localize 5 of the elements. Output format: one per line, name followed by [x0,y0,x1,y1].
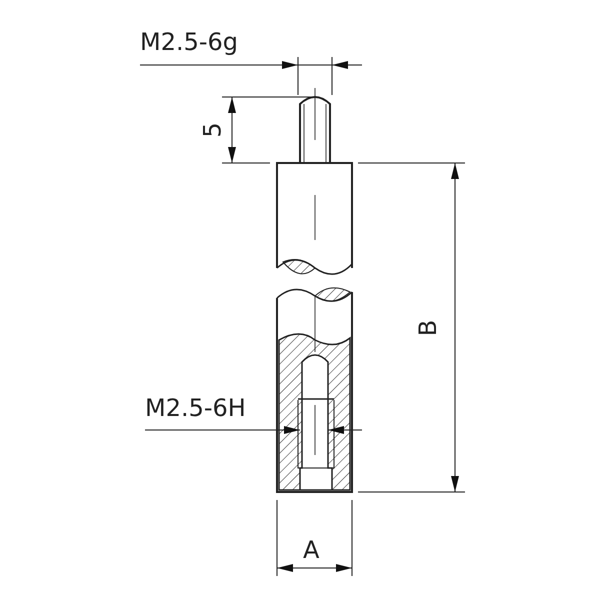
dimension-label: M2.5-6H [145,396,246,420]
dimension-label: M2.5-6g [140,30,238,54]
dimension-label: A [303,538,320,562]
dimension-label: 5 [200,122,225,138]
dimension-label: B [416,320,440,336]
